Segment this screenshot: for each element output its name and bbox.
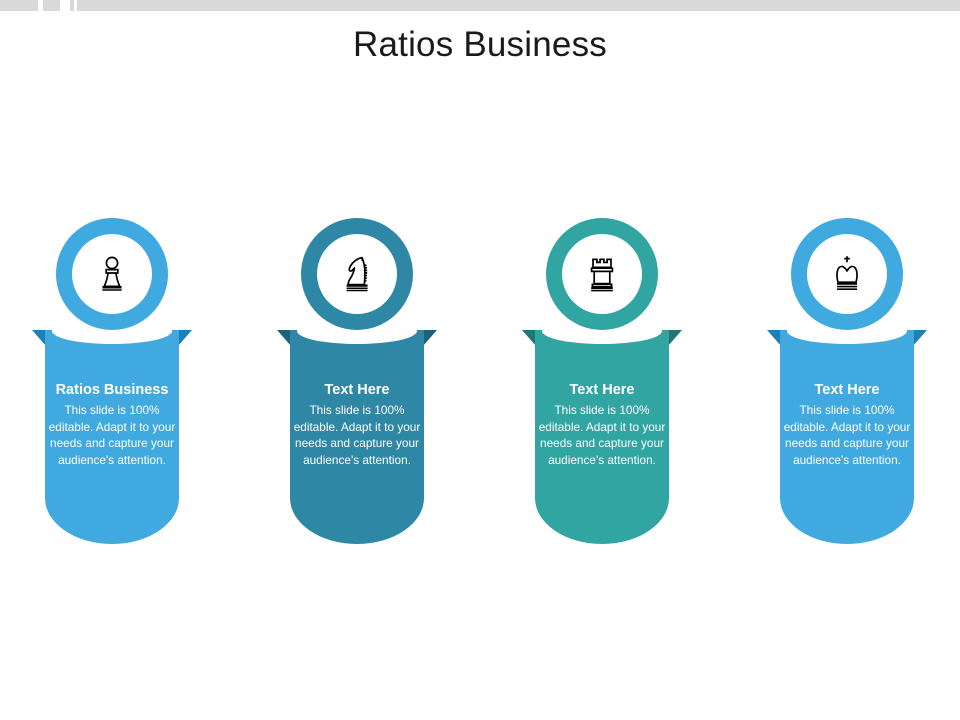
infographic-column-4[interactable]: Text Here This slide is 100% editable. A… [747,218,947,568]
ribbon-fold-right-2 [423,330,437,346]
ribbon-body-3: Text Here This slide is 100% editable. A… [535,318,669,544]
icon-ring-4[interactable] [791,218,903,330]
ribbon-banner-1[interactable]: Ratios Business This slide is 100% edita… [32,318,192,544]
ribbon-fold-left-3 [522,330,536,346]
chess-knight-icon [340,254,374,294]
infographic-column-2[interactable]: Text Here This slide is 100% editable. A… [257,218,457,568]
ribbon-banner-2[interactable]: Text Here This slide is 100% editable. A… [277,318,437,544]
icon-ring-inner-1 [72,234,152,314]
banner-heading-1: Ratios Business [55,382,169,398]
ribbon-body-2: Text Here This slide is 100% editable. A… [290,318,424,544]
banner-body-text-4: This slide is 100% editable. Adapt it to… [783,403,911,467]
infographic-column-3[interactable]: Text Here This slide is 100% editable. A… [502,218,702,568]
icon-ring-3[interactable] [546,218,658,330]
infographic-column-1[interactable]: Ratios Business This slide is 100% edita… [12,218,212,568]
topbar-notch-2 [60,0,70,11]
top-decorative-bar [0,0,960,11]
icon-ring-inner-4 [807,234,887,314]
chess-pawn-icon [95,254,129,294]
banner-heading-4: Text Here [814,382,880,398]
ribbon-banner-3[interactable]: Text Here This slide is 100% editable. A… [522,318,682,544]
icon-ring-inner-3 [562,234,642,314]
banner-heading-2: Text Here [324,382,390,398]
icon-ring-2[interactable] [301,218,413,330]
ribbon-fold-left-1 [32,330,46,346]
banner-body-text-2: This slide is 100% editable. Adapt it to… [293,403,421,467]
ribbon-banner-4[interactable]: Text Here This slide is 100% editable. A… [767,318,927,544]
infographic-columns: Ratios Business This slide is 100% edita… [0,218,960,568]
topbar-notch-1 [38,0,43,11]
icon-ring-1[interactable] [56,218,168,330]
page-title: Ratios Business [353,25,607,64]
ribbon-fold-left-2 [277,330,291,346]
banner-body-text-3: This slide is 100% editable. Adapt it to… [538,403,666,467]
ribbon-fold-right-1 [178,330,192,346]
chess-rook-icon [585,254,619,294]
ribbon-body-4: Text Here This slide is 100% editable. A… [780,318,914,544]
banner-heading-3: Text Here [569,382,635,398]
topbar-notch-3 [74,0,77,11]
ribbon-body-1: Ratios Business This slide is 100% edita… [45,318,179,544]
banner-body-text-1: This slide is 100% editable. Adapt it to… [48,403,176,467]
ribbon-fold-left-4 [767,330,781,346]
icon-ring-inner-2 [317,234,397,314]
ribbon-fold-right-4 [913,330,927,346]
chess-king-icon [830,254,864,294]
ribbon-fold-right-3 [668,330,682,346]
